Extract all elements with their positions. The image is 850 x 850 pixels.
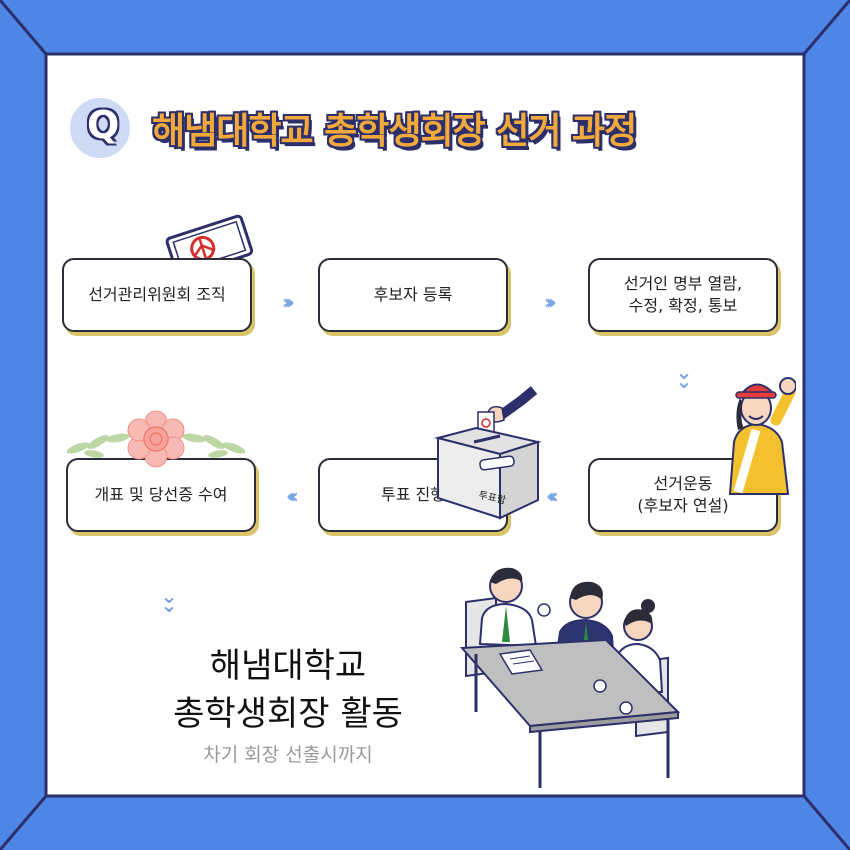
step-2-box: 후보자 등록 <box>318 258 508 332</box>
q-badge <box>70 98 130 158</box>
final-title-line2: 총학생회장 활동 <box>173 694 403 734</box>
final-subtitle: 차기 회장 선출시까지 <box>203 744 373 766</box>
ballot-box-icon: 투표함 <box>434 386 542 520</box>
flower-icon <box>66 410 246 468</box>
page-title: 해냄대학교 총학생회장 선거 과정 <box>152 111 637 152</box>
chevron-left-icon: ‹‹‹ <box>546 484 559 508</box>
step-4-label: 선거운동 (후보자 연설) <box>637 474 729 515</box>
step-6-label: 개표 및 당선증 수여 <box>94 485 228 505</box>
step-4-box: 선거운동 (후보자 연설) <box>588 458 778 532</box>
step-2-label: 후보자 등록 <box>373 285 453 305</box>
final-title-line1: 해냄대학교 <box>209 646 367 686</box>
step-1-label: 선거관리위원회 조직 <box>88 285 226 305</box>
chevron-right-icon: ››› <box>282 290 295 314</box>
chevron-right-icon: ››› <box>544 290 557 314</box>
ballot-box-label: 투표함 <box>477 489 507 506</box>
step-3-box: 선거인 명부 열람, 수정, 확정, 통보 <box>588 258 778 332</box>
q-letter: Q <box>87 103 120 147</box>
step-5-label: 투표 진행 <box>381 485 445 505</box>
meeting-people-icon <box>459 567 681 788</box>
chevron-left-icon: ‹‹‹ <box>286 484 299 508</box>
step-3-label: 선거인 명부 열람, 수정, 확정, 통보 <box>623 274 743 315</box>
campaigner-icon <box>728 377 796 495</box>
step-1-box: 선거관리위원회 조직 <box>62 258 252 332</box>
chevron-down-icon: ⌄⌄ <box>160 584 178 617</box>
chevron-down-icon: ⌄⌄ <box>675 360 693 393</box>
step-6-box: 개표 및 당선증 수여 <box>66 458 256 532</box>
